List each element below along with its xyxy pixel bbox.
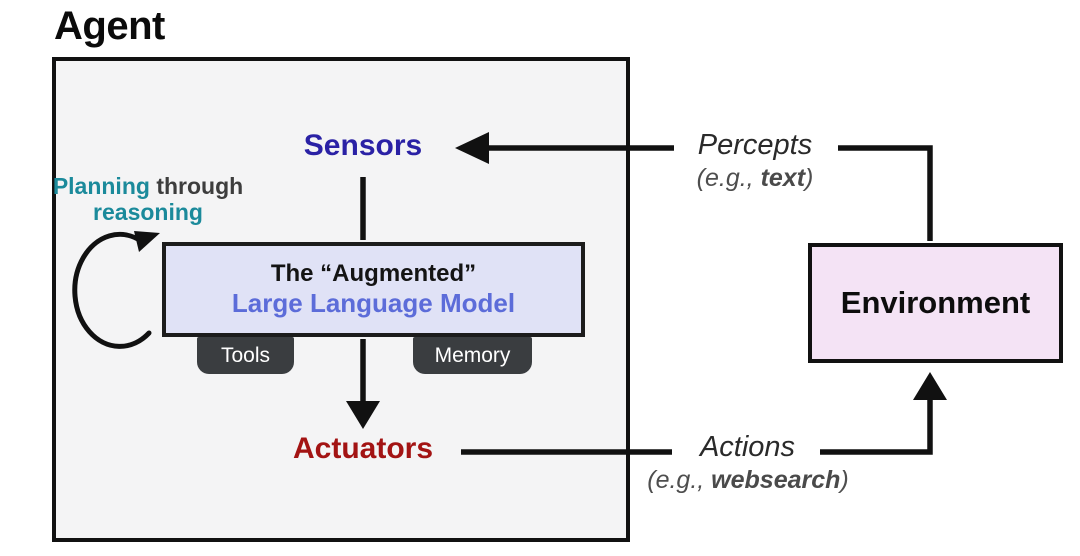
memory-label: Memory: [434, 343, 511, 367]
percepts-example-prefix: (e.g.,: [696, 164, 761, 192]
actions-example: (e.g., websearch): [608, 466, 888, 495]
sensors-label: Sensors: [303, 129, 423, 162]
actions-example-prefix: (e.g.,: [647, 466, 712, 494]
llm-title-line1: The “Augmented”: [270, 259, 477, 287]
environment-box: Environment: [808, 243, 1063, 363]
actions-example-suffix: ): [840, 466, 849, 494]
agent-title: Agent: [54, 4, 165, 48]
percepts-label: Percepts: [697, 129, 813, 161]
actuators-label: Actuators: [292, 432, 434, 465]
planning-annotation-line1: Planning through: [48, 173, 248, 200]
augmented-llm-box: The “Augmented” Large Language Model: [162, 242, 585, 337]
planning-annotation-line2: reasoning: [93, 199, 203, 225]
tools-label: Tools: [220, 343, 271, 367]
percepts-example-suffix: ): [805, 164, 814, 192]
environment-label: Environment: [840, 285, 1031, 320]
planning-word: Planning: [52, 173, 150, 199]
tools-tab: Tools: [197, 337, 294, 374]
actions-label: Actions: [699, 431, 796, 463]
memory-tab: Memory: [413, 337, 532, 374]
arrowhead-up-icon: [913, 372, 947, 400]
through-word: through: [149, 173, 244, 199]
llm-title-line2: Large Language Model: [231, 288, 516, 319]
percepts-example: (e.g., text): [655, 164, 855, 193]
actions-example-bold: websearch: [711, 466, 841, 494]
percepts-example-bold: text: [760, 164, 806, 192]
